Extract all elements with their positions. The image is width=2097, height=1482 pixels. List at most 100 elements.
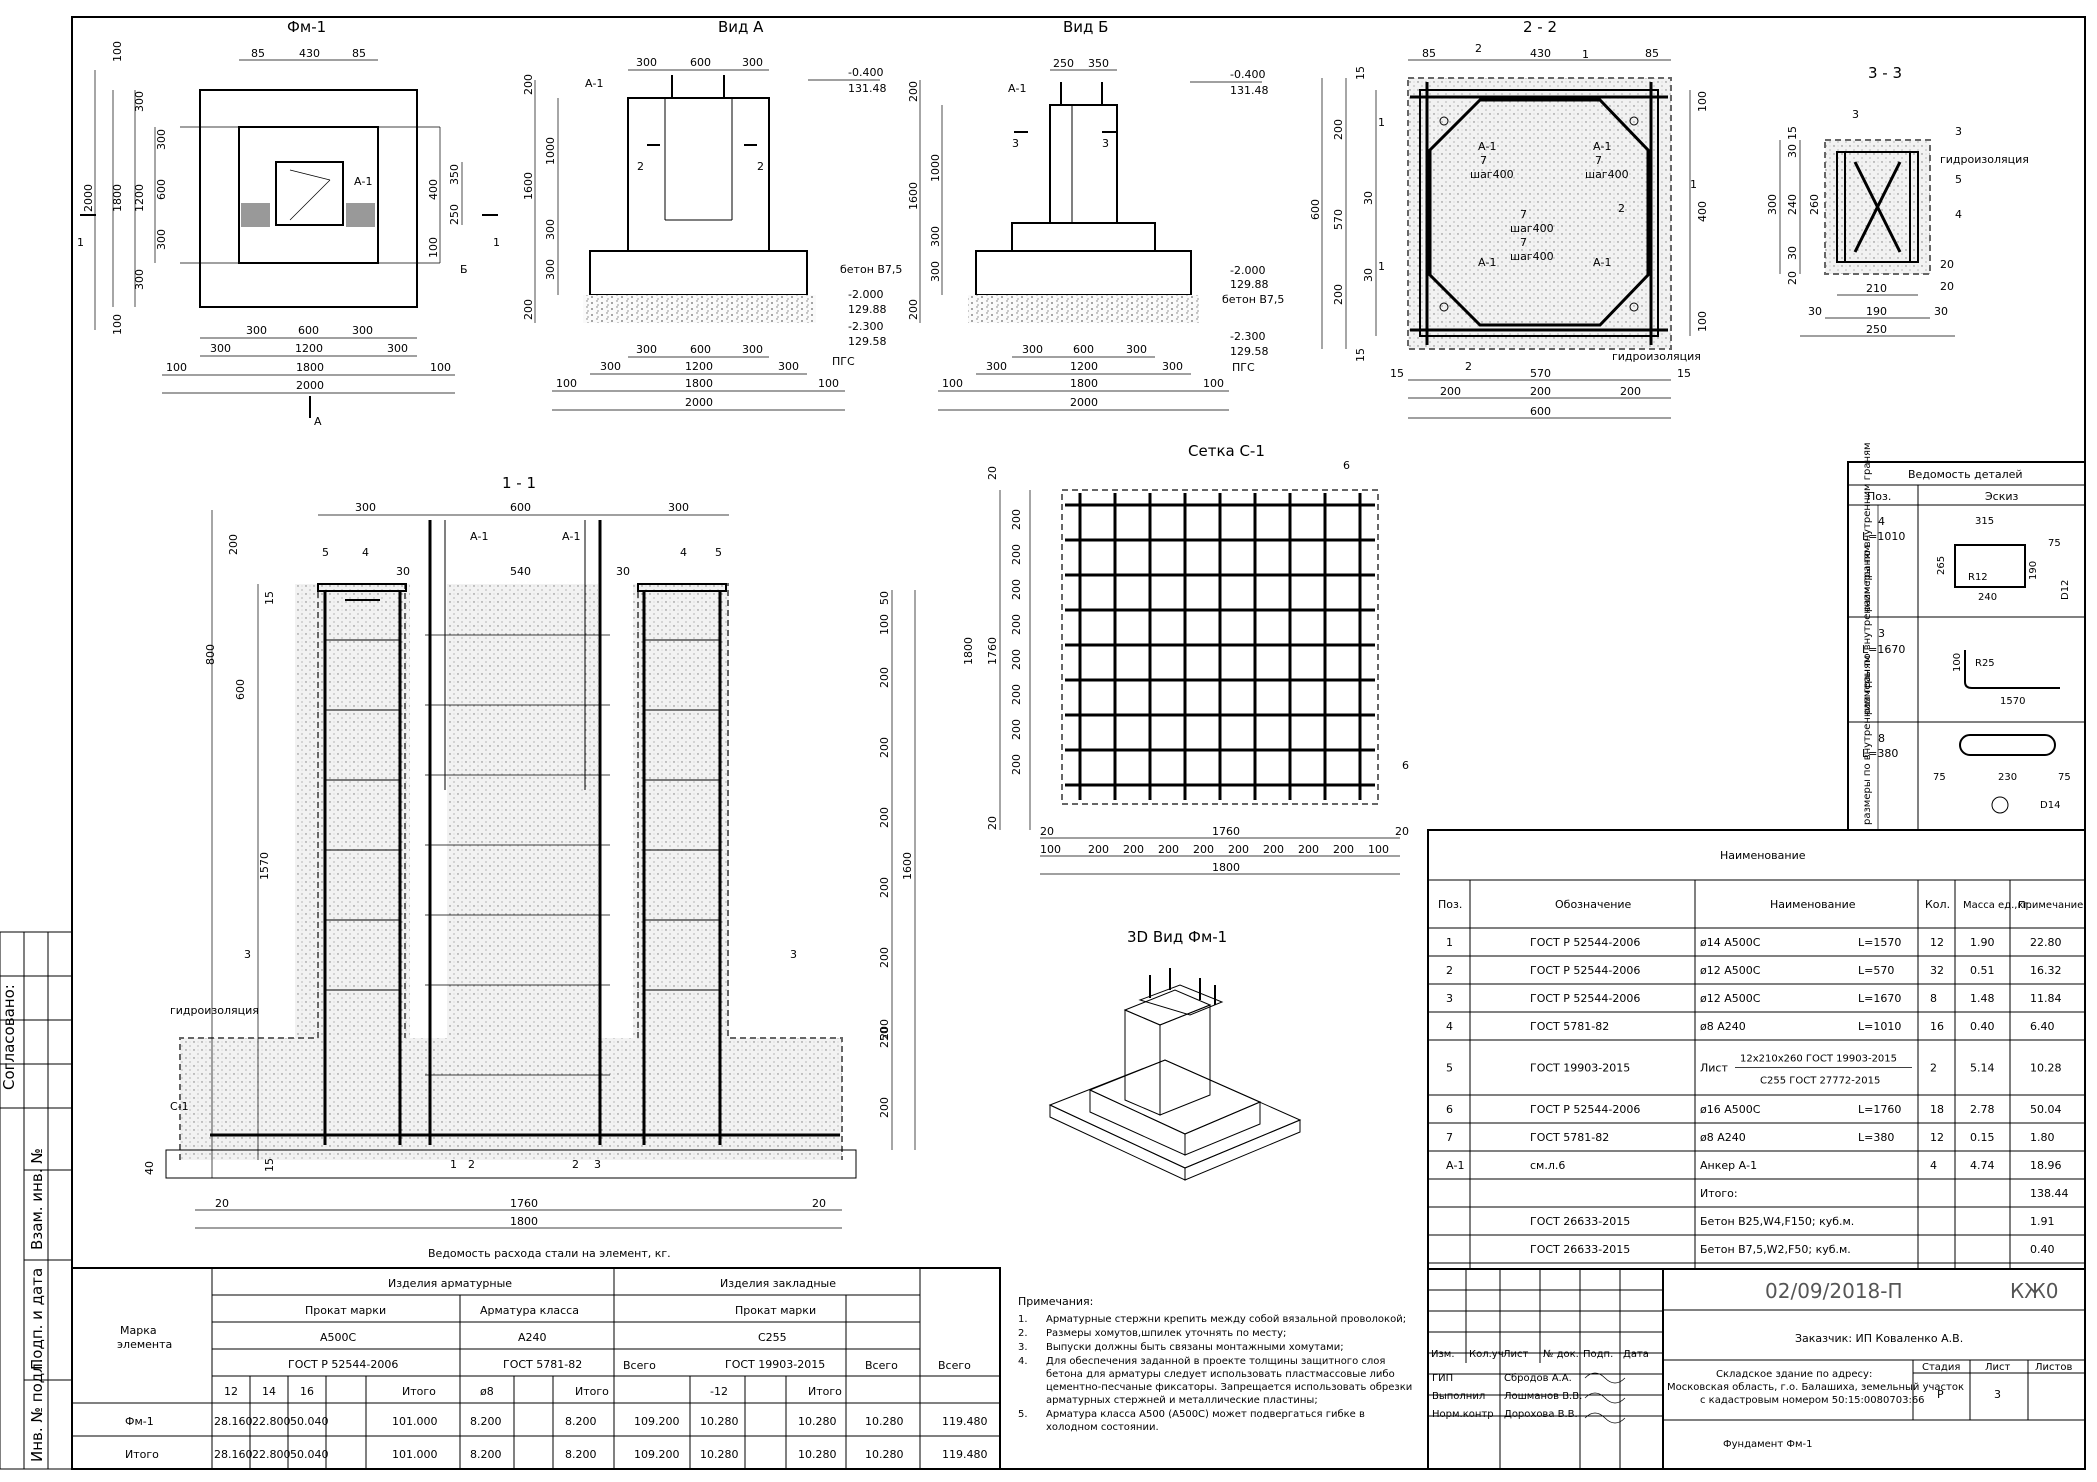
svg-text:300: 300: [352, 324, 373, 337]
svg-text:ø12 А500С: ø12 А500С: [1700, 992, 1761, 1005]
view-section-2-2: 2 - 2 А-1 7 шаг400 А-1 7 шаг400 7 шаг400…: [1309, 18, 1709, 419]
svg-text:75: 75: [2048, 538, 2061, 549]
svg-text:2: 2: [1930, 1062, 1937, 1075]
steel-subheader: 14: [262, 1385, 276, 1398]
svg-text:200: 200: [1010, 649, 1023, 670]
svg-text:109.200: 109.200: [634, 1415, 680, 1428]
svg-text:20: 20: [1786, 271, 1799, 285]
svg-text:300: 300: [1126, 343, 1147, 356]
svg-text:А-1: А-1: [470, 530, 489, 543]
svg-text:бетона для арматуры следует ис: бетона для арматуры следует использовать…: [1046, 1369, 1395, 1380]
svg-text:30: 30: [1808, 305, 1822, 318]
svg-text:А-1: А-1: [562, 530, 581, 543]
svg-text:А-1: А-1: [585, 77, 604, 90]
svg-text:22.800: 22.800: [252, 1415, 291, 1428]
svg-text:А-1: А-1: [1478, 256, 1497, 269]
svg-text:1800: 1800: [111, 184, 124, 212]
svg-text:200: 200: [1010, 614, 1023, 635]
svg-text:гидроизоляция: гидроизоляция: [1940, 153, 2029, 166]
svg-text:100: 100: [111, 314, 124, 335]
svg-text:2.78: 2.78: [1970, 1103, 1995, 1116]
svg-text:-2.300: -2.300: [1230, 330, 1265, 343]
signature-mark: [1584, 1392, 1626, 1404]
svg-text:85: 85: [251, 47, 265, 60]
svg-text:22.80: 22.80: [2030, 936, 2062, 949]
svg-text:300: 300: [929, 261, 942, 282]
spec-header: Масса ед.,кг.: [1963, 900, 2032, 911]
svg-text:100: 100: [942, 377, 963, 390]
svg-text:28.160: 28.160: [214, 1448, 253, 1461]
svg-text:2: 2: [1475, 42, 1482, 55]
svg-text:5.: 5.: [1018, 1409, 1028, 1420]
svg-text:200: 200: [1298, 843, 1319, 856]
svg-text:100: 100: [878, 614, 891, 635]
svg-text:10.28: 10.28: [2030, 1062, 2062, 1075]
svg-text:ГИП: ГИП: [1432, 1373, 1453, 1384]
svg-text:300: 300: [133, 91, 146, 112]
svg-text:300: 300: [210, 342, 231, 355]
svg-text:Московская область, г.о. Балаш: Московская область, г.о. Балашиха, земел…: [1667, 1382, 1964, 1393]
svg-text:Арматурные стержни крепить меж: Арматурные стержни крепить между собой в…: [1046, 1314, 1406, 1325]
svg-text:1800: 1800: [510, 1215, 538, 1228]
notes: Примечания: 1.Арматурные стержни крепить…: [1018, 1295, 1412, 1433]
svg-text:200: 200: [1440, 385, 1461, 398]
svg-text:шаг400: шаг400: [1510, 250, 1554, 263]
note-item: 4.Для обеспечения заданной в проекте тол…: [1018, 1356, 1412, 1406]
svg-text:6: 6: [1402, 759, 1409, 772]
svg-text:50.040: 50.040: [290, 1448, 329, 1461]
svg-text:100: 100: [166, 361, 187, 374]
svg-text:600: 600: [1073, 343, 1094, 356]
svg-text:40: 40: [143, 1161, 156, 1175]
svg-text:20: 20: [1940, 280, 1954, 293]
svg-text:100: 100: [818, 377, 839, 390]
svg-text:300: 300: [1162, 360, 1183, 373]
svg-text:0.51: 0.51: [1970, 964, 1995, 977]
svg-text:-0.400: -0.400: [848, 66, 883, 79]
spec-header: Обозначение: [1555, 898, 1632, 911]
signature-mark: [1584, 1412, 1626, 1424]
svg-text:15: 15: [1354, 348, 1367, 362]
svg-text:L=380: L=380: [1862, 747, 1898, 760]
svg-text:бетон В7,5: бетон В7,5: [1222, 293, 1284, 306]
svg-text:Поз.: Поз.: [1867, 490, 1891, 503]
spec-row: Итого:138.44: [1428, 1187, 2085, 1208]
svg-text:200: 200: [1530, 385, 1551, 398]
svg-text:Выпуски должны быть связаны мо: Выпуски должны быть связаны монтажными х…: [1046, 1342, 1344, 1353]
svg-text:гидроизоляция: гидроизоляция: [1612, 350, 1701, 363]
fm1-title: Фм-1: [287, 18, 326, 36]
svg-text:2: 2: [1446, 964, 1453, 977]
svg-text:ГОСТ Р 52544-2006: ГОСТ Р 52544-2006: [1530, 964, 1640, 977]
svg-text:250: 250: [878, 1027, 891, 1048]
svg-text:4.: 4.: [1018, 1356, 1028, 1367]
notes-title: Примечания:: [1018, 1295, 1093, 1308]
svg-text:600: 600: [690, 56, 711, 69]
svg-text:3: 3: [1102, 137, 1109, 150]
svg-text:-2.000: -2.000: [1230, 264, 1265, 277]
svg-text:10.280: 10.280: [865, 1448, 904, 1461]
svg-text:1: 1: [493, 236, 500, 249]
svg-text:1.91: 1.91: [2030, 1215, 2055, 1228]
svg-text:300: 300: [742, 56, 763, 69]
svg-text:1600: 1600: [522, 172, 535, 200]
svg-text:100: 100: [556, 377, 577, 390]
svg-text:1800: 1800: [962, 637, 975, 665]
svg-text:D12: D12: [2060, 580, 2071, 600]
svg-text:129.58: 129.58: [1230, 345, 1269, 358]
svg-text:1000: 1000: [929, 154, 942, 182]
view-section-1-1: 1 - 1 гидроизоляция С-1 А-1: [143, 474, 916, 1229]
svg-text:А-1: А-1: [1446, 1159, 1465, 1172]
svg-text:С255 ГОСТ 27772-2015: С255 ГОСТ 27772-2015: [1760, 1076, 1880, 1087]
note-item: 3.Выпуски должны быть связаны монтажными…: [1018, 1342, 1344, 1353]
svg-text:А-1: А-1: [1478, 140, 1497, 153]
svg-text:200: 200: [1158, 843, 1179, 856]
svg-text:210: 210: [1866, 282, 1887, 295]
svg-text:200: 200: [1228, 843, 1249, 856]
svg-text:ГОСТ Р 52544-2006: ГОСТ Р 52544-2006: [1530, 992, 1640, 1005]
svg-text:1200: 1200: [685, 360, 713, 373]
svg-text:16: 16: [1930, 1020, 1944, 1033]
svg-text:1760: 1760: [510, 1197, 538, 1210]
